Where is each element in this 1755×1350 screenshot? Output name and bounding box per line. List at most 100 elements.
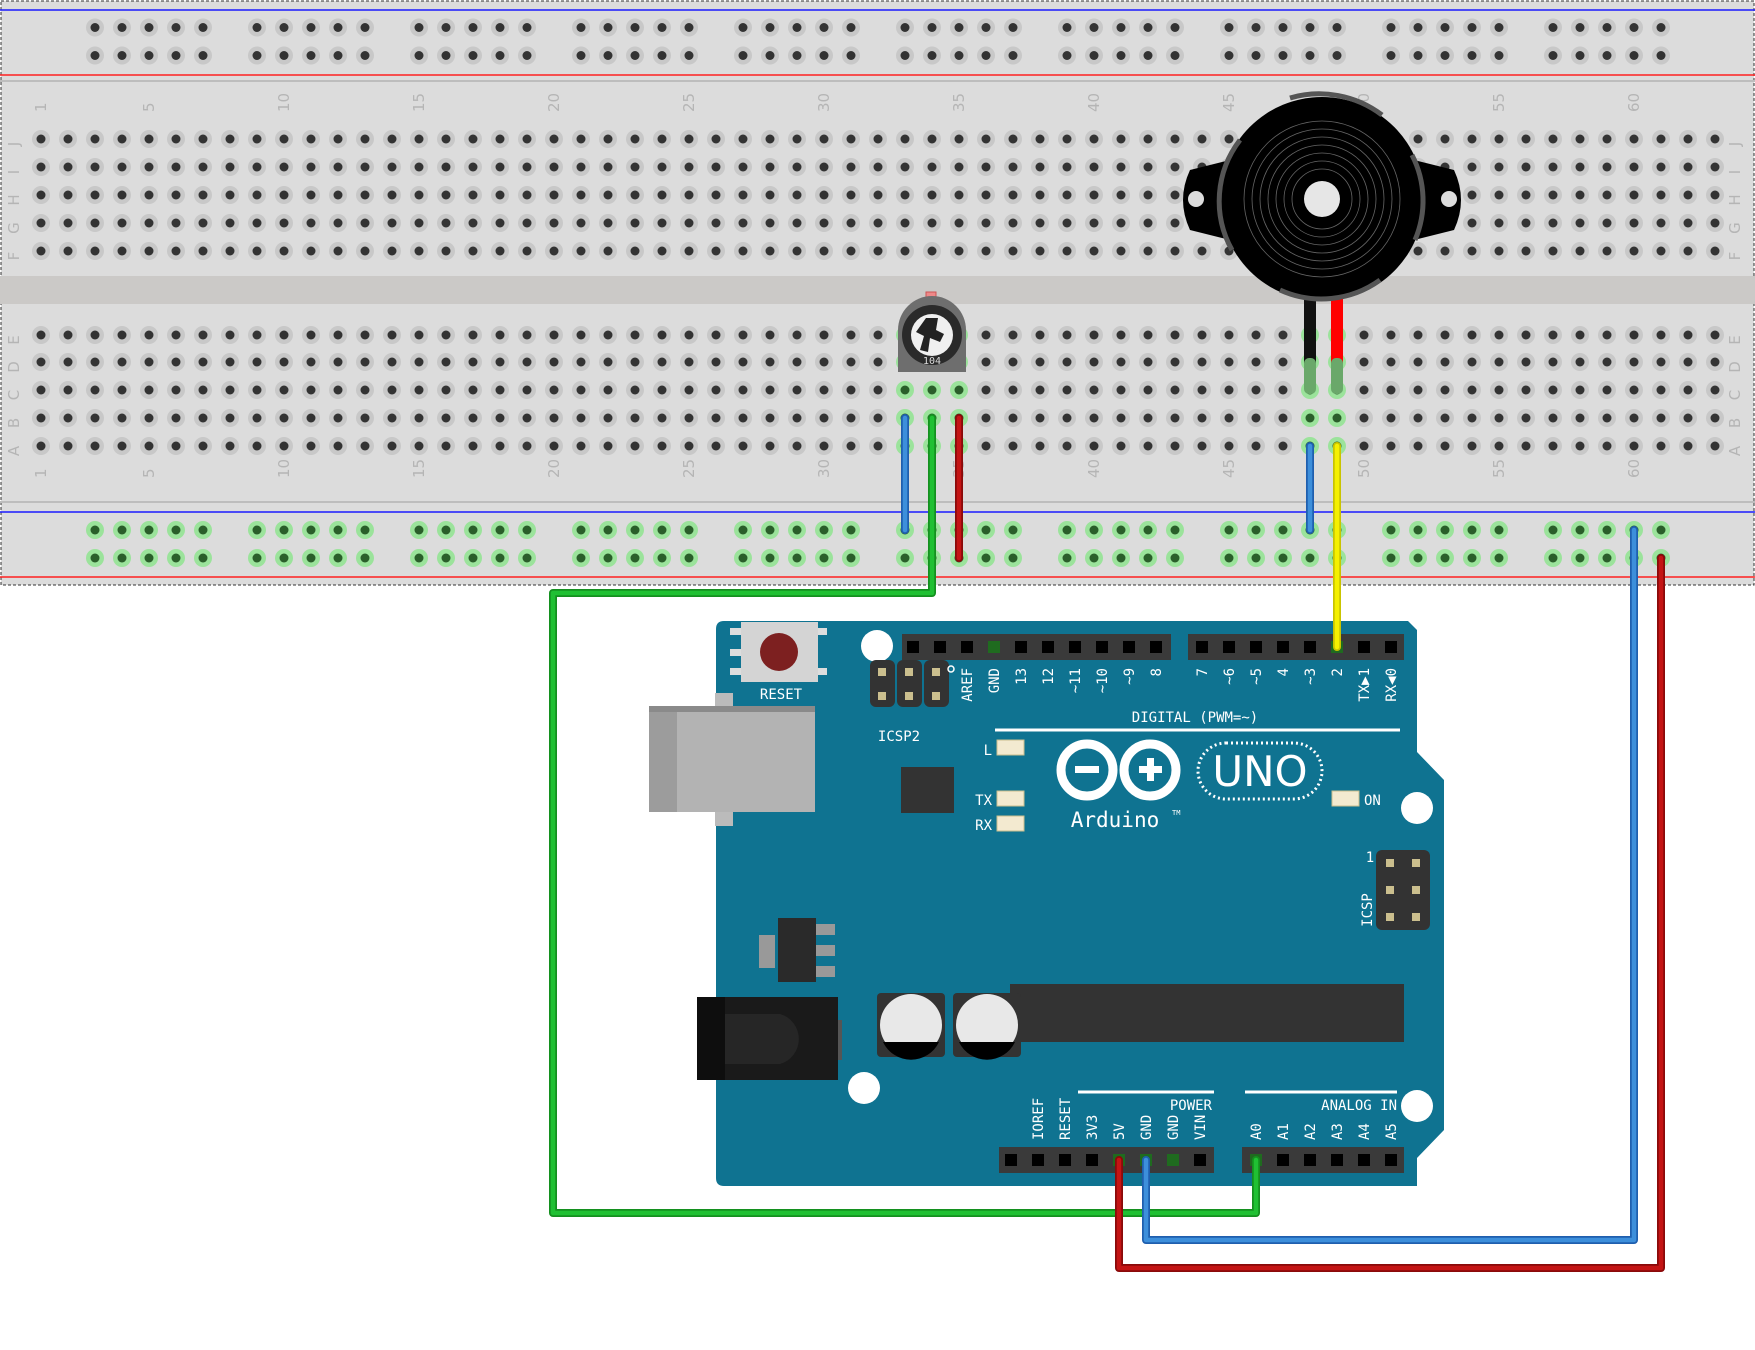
hole-center (333, 162, 343, 172)
hole-center (630, 246, 640, 256)
hole-center (1062, 525, 1072, 535)
hole-center (360, 357, 370, 367)
hole-center (468, 330, 478, 340)
header-pin[interactable] (1069, 641, 1081, 653)
row-label: H (5, 194, 23, 205)
header-pin[interactable] (1250, 641, 1262, 653)
hole-center (306, 246, 316, 256)
pin-label: 5V (1112, 1123, 1128, 1140)
header-pin[interactable] (1358, 641, 1370, 653)
wire-rail-gnd[interactable] (1142, 526, 1638, 1244)
header-pin[interactable] (1223, 641, 1235, 653)
header-pin[interactable] (1385, 1154, 1397, 1166)
header-pin[interactable] (1015, 641, 1027, 653)
hole-center (90, 330, 100, 340)
header-pin[interactable] (1167, 1154, 1179, 1166)
hole-center (1656, 357, 1666, 367)
potentiometer[interactable]: 104 (898, 291, 966, 372)
header-pin[interactable] (1042, 641, 1054, 653)
header-pin[interactable] (1277, 1154, 1289, 1166)
hole-center (387, 413, 397, 423)
hole-center (684, 385, 694, 395)
hole-center (441, 246, 451, 256)
hole-center (522, 162, 532, 172)
header-pin[interactable] (1005, 1154, 1017, 1166)
hole-center (1008, 190, 1018, 200)
header-pin[interactable] (907, 641, 919, 653)
usb-port[interactable] (649, 693, 815, 826)
hole-center (684, 162, 694, 172)
pin-label: RX◀0 (1384, 668, 1400, 702)
hole-center (1440, 51, 1450, 60)
hole-center (657, 190, 667, 200)
hole-center (1467, 553, 1477, 563)
hole-center (387, 357, 397, 367)
hole-center (1494, 413, 1504, 423)
header-pin[interactable] (1277, 641, 1289, 653)
hole-center (603, 51, 613, 60)
hole-center (1575, 190, 1585, 200)
hole-center (414, 51, 424, 60)
row-label: D (5, 361, 23, 373)
pin-label: A5 (1384, 1123, 1400, 1140)
header-pin[interactable] (1358, 1154, 1370, 1166)
hole-center (684, 190, 694, 200)
hole-center (522, 525, 532, 535)
row-label: G (5, 222, 23, 234)
hole-center (1602, 190, 1612, 200)
hole-center (333, 441, 343, 451)
header-pin[interactable] (1331, 1154, 1343, 1166)
header-pin[interactable] (1059, 1154, 1071, 1166)
header-pin[interactable] (1032, 1154, 1044, 1166)
header-pin[interactable] (1385, 641, 1397, 653)
hole-center (306, 330, 316, 340)
header-pin[interactable] (1086, 1154, 1098, 1166)
header-pin[interactable] (1096, 641, 1108, 653)
wire-pot-wiper-to-a0[interactable] (549, 414, 1260, 1217)
hole-center (1548, 51, 1558, 60)
row-label: J (1726, 142, 1744, 147)
header-pin[interactable] (1123, 641, 1135, 653)
hole-center (144, 218, 154, 228)
hole-center (63, 162, 73, 172)
header-pin[interactable] (1304, 1154, 1316, 1166)
hole-center (900, 162, 910, 172)
hole-center (441, 23, 451, 32)
hole-center (576, 385, 586, 395)
hole-center (684, 246, 694, 256)
header-pin[interactable] (1150, 641, 1162, 653)
wire-rail-5v[interactable] (1115, 554, 1665, 1272)
hole-center (522, 134, 532, 144)
hole-center (603, 246, 613, 256)
pin-label: ~3 (1303, 668, 1319, 685)
hole-center (1143, 357, 1153, 367)
hole-center (1683, 218, 1693, 228)
hole-center (1494, 441, 1504, 451)
reset-button[interactable] (730, 622, 827, 682)
header-pin[interactable] (1304, 641, 1316, 653)
hole-center (252, 385, 262, 395)
header-pin[interactable] (961, 641, 973, 653)
hole-center (738, 23, 748, 32)
piezo-buzzer[interactable] (1183, 91, 1461, 394)
hole-center (1278, 553, 1288, 563)
hole-center (1386, 385, 1396, 395)
hole-center (1143, 385, 1153, 395)
hole-center (630, 134, 640, 144)
hole-center (1143, 134, 1153, 144)
row-label: E (5, 335, 23, 344)
hole-center (1683, 330, 1693, 340)
header-pin[interactable] (1196, 641, 1208, 653)
hole-center (1197, 134, 1207, 144)
hole-center (846, 51, 856, 60)
hole-center (1467, 330, 1477, 340)
header-pin[interactable] (1194, 1154, 1206, 1166)
hole-center (549, 413, 559, 423)
power-jack[interactable] (697, 997, 842, 1080)
hole-center (225, 134, 235, 144)
hole-center (1494, 525, 1504, 535)
hole-center (171, 385, 181, 395)
header-pin[interactable] (934, 641, 946, 653)
header-pin[interactable] (988, 641, 1000, 653)
hole-center (1548, 218, 1558, 228)
